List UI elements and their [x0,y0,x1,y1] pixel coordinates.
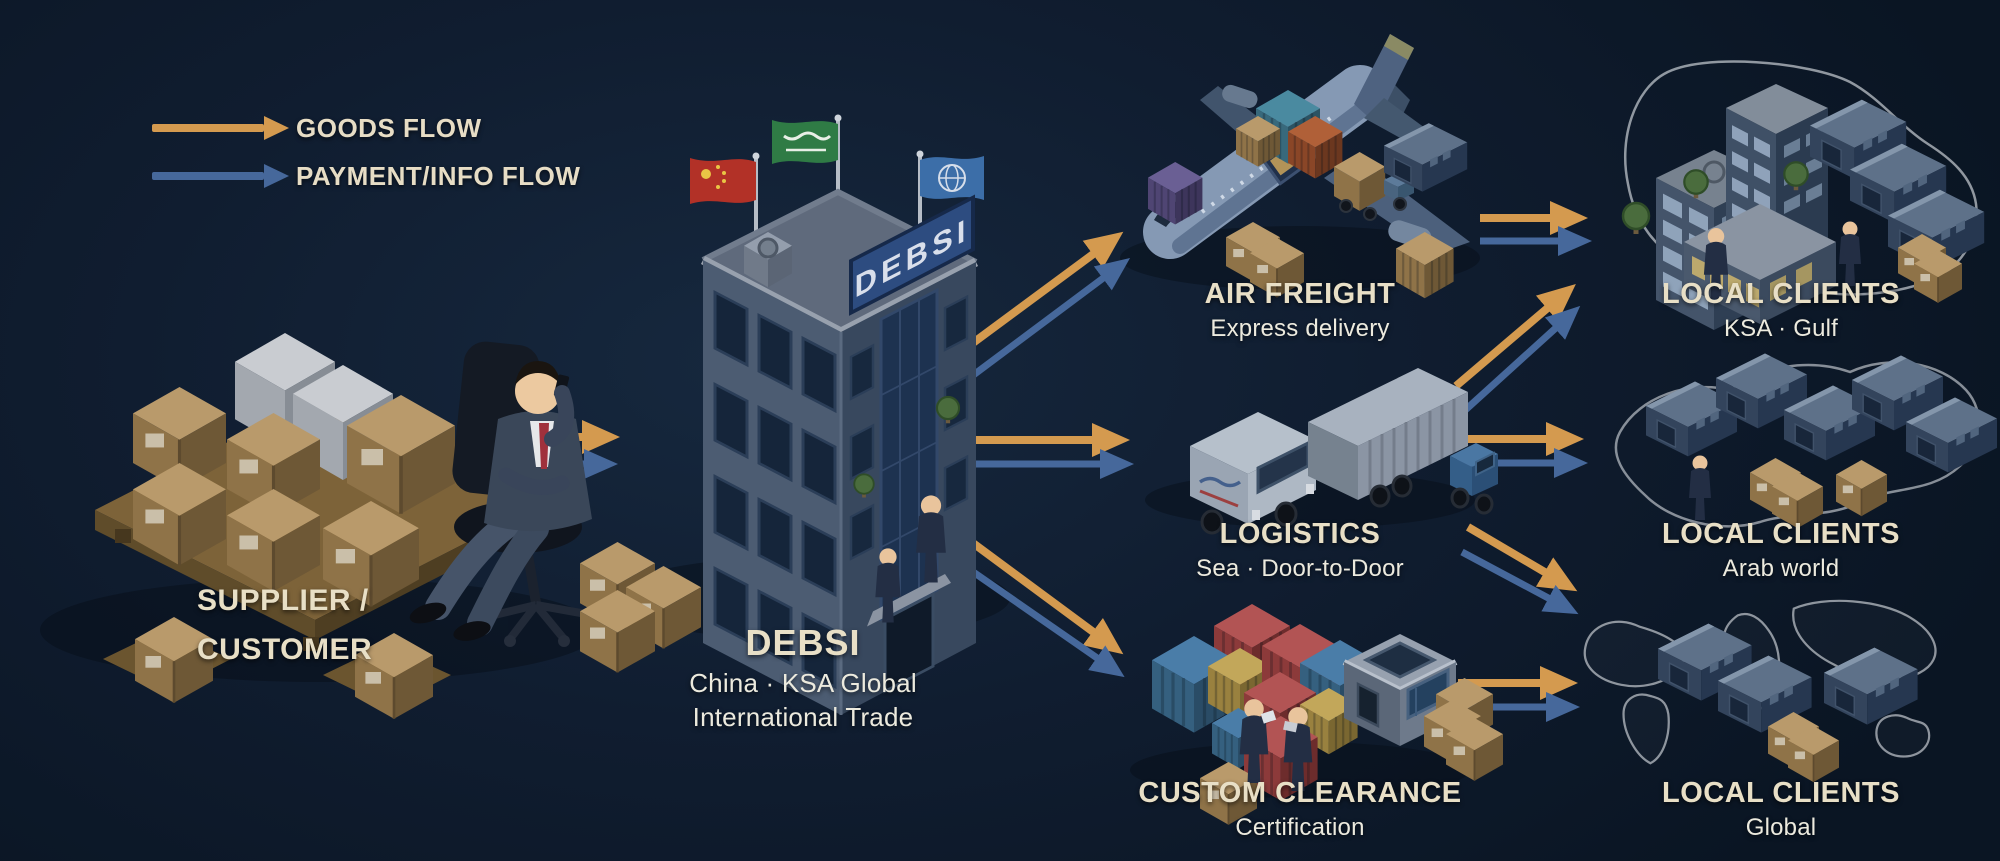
person [1689,455,1711,520]
clients-ksa-subtitle: KSA · Gulf [1723,315,1839,342]
clients-global-title: LOCAL CLIENTS [1662,777,1900,809]
businessman-illustration [409,341,598,647]
clients-arab-illustration [1614,352,1998,529]
hair [515,361,561,385]
logistics-label: LOGISTICS Sea · Door-to-Door [1196,516,1404,584]
debsi-label: DEBSI China · KSA Global International T… [689,620,917,734]
info-arrow-logistics-clients-ksa [1459,305,1581,416]
building-windows-left [713,289,837,690]
payment-info-flow-arrow-icon [152,164,289,188]
clients-global-label: LOCAL CLIENTS Global [1662,775,1900,843]
clients-global-illustration [1583,599,1937,783]
logistics-illustration [1190,368,1498,535]
debsi-subtitle-line2: International Trade [692,702,914,732]
saudi-arabia-flag [772,120,838,164]
arm-raised [544,385,575,447]
goods-flow-arrow-icon [152,116,289,140]
debsi-title: DEBSI [745,622,861,663]
custom-clearance-illustration [1152,604,1504,826]
clients-ksa-title: LOCAL CLIENTS [1662,278,1900,310]
goods-flow-label: GOODS FLOW [296,112,482,143]
small-pallet [323,631,451,721]
document [1283,720,1298,733]
info-arrow-logistics-clients-global [1460,548,1579,615]
head [515,368,561,414]
supplier-title-line1: SUPPLIER / [197,584,369,617]
china-flag [690,158,756,204]
custom-clearance-subtitle: Certification [1235,814,1365,841]
supplier-label: SUPPLIER / CUSTOMER [197,576,372,674]
debsi-sign-board [849,194,975,316]
container-truck [1308,368,1498,515]
debsi-building-illustration: DEBSI [578,114,984,715]
clients-arab-title: LOCAL CLIENTS [1662,518,1900,550]
air-freight-illustration [1143,34,1470,298]
torso-suit [484,411,592,532]
truck-cab [1450,443,1498,515]
globe-flag [920,156,984,200]
legend-row-payment-info: PAYMENT/INFO FLOW [152,158,580,194]
clients-ksa-illustration [1621,60,1985,330]
leg [425,510,523,620]
legend: GOODS FLOW PAYMENT/INFO FLOW [152,110,580,206]
supplier-title-line2: CUSTOMER [197,633,373,666]
goods-arrow-debsi-air-freight [955,231,1124,358]
small-pallet [103,615,231,705]
custom-clearance-title: CUSTOM CLEARANCE [1138,777,1462,809]
goods-arrow-logistics-clients-global [1465,523,1578,592]
entrance-door [883,591,935,694]
custom-clearance-label: CUSTOM CLEARANCE Certification [1138,775,1461,843]
goods-arrow-logistics-clients-ksa [1453,283,1576,390]
leg [467,516,549,636]
info-arrow-debsi-air-freight [961,258,1131,385]
logistics-subtitle: Sea · Door-to-Door [1196,555,1404,582]
payment-info-flow-label: PAYMENT/INFO FLOW [296,160,581,191]
delivery-van [1190,412,1316,535]
air-freight-title: AIR FREIGHT [1204,278,1396,310]
clients-global-subtitle: Global [1745,814,1817,841]
info-arrow-debsi-custom-clearance [951,555,1125,678]
logistics-title: LOGISTICS [1219,518,1381,550]
legend-row-goods: GOODS FLOW [152,110,580,146]
clients-arab-label: LOCAL CLIENTS Arab world [1662,516,1900,584]
arm-rest [498,467,570,495]
air-freight-label: AIR FREIGHT Express delivery [1205,276,1396,344]
debsi-subtitle-line1: China · KSA Global [689,668,917,698]
van-logo-mark [1198,476,1242,488]
document [1260,710,1277,724]
air-freight-subtitle: Express delivery [1210,315,1390,342]
clients-arab-subtitle: Arab world [1722,555,1840,582]
goods-arrow-debsi-custom-clearance [955,528,1124,655]
clients-ksa-label: LOCAL CLIENTS KSA · Gulf [1662,276,1900,344]
airport-truck [1334,152,1414,221]
supplier-illustration [95,333,598,721]
